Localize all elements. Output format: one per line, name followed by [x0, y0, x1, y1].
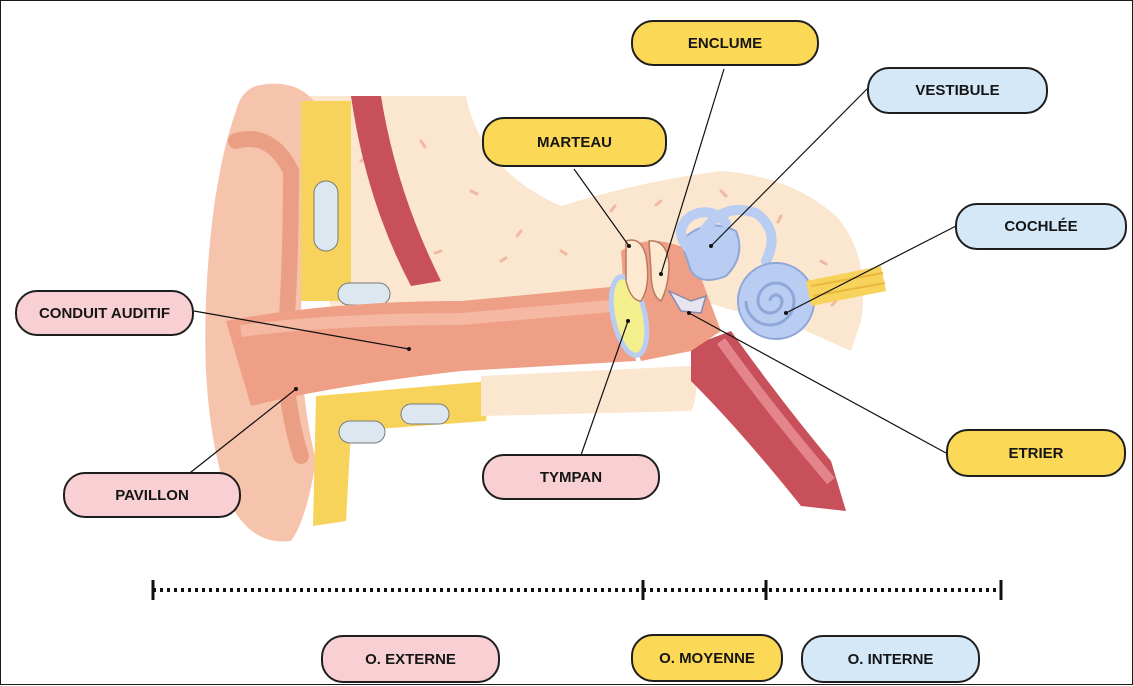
label-vestibule: VESTIBULE [867, 67, 1048, 114]
lower-cartilage-gap-1 [339, 421, 385, 443]
lower-bone [481, 366, 696, 416]
region-middle-ear: O. MOYENNE [631, 634, 783, 682]
region-scale [153, 580, 1001, 600]
upper-cartilage-gap-1 [314, 181, 338, 251]
upper-cartilage-gap-2 [338, 283, 390, 305]
eustachian-tube [691, 331, 846, 511]
malleus [626, 240, 648, 301]
label-cochlee: COCHLÉE [955, 203, 1127, 250]
lower-cartilage [313, 381, 491, 526]
region-outer-ear: O. EXTERNE [321, 635, 500, 683]
region-inner-ear: O. INTERNE [801, 635, 980, 683]
label-etrier: ETRIER [946, 429, 1126, 477]
label-conduit-auditif: CONDUIT AUDITIF [15, 290, 194, 336]
lower-cartilage-gap-2 [401, 404, 449, 424]
label-enclume: ENCLUME [631, 20, 819, 66]
label-pavillon: PAVILLON [63, 472, 241, 518]
cochlea-shell [738, 263, 814, 339]
label-marteau: MARTEAU [482, 117, 667, 167]
label-tympan: TYMPAN [482, 454, 660, 500]
